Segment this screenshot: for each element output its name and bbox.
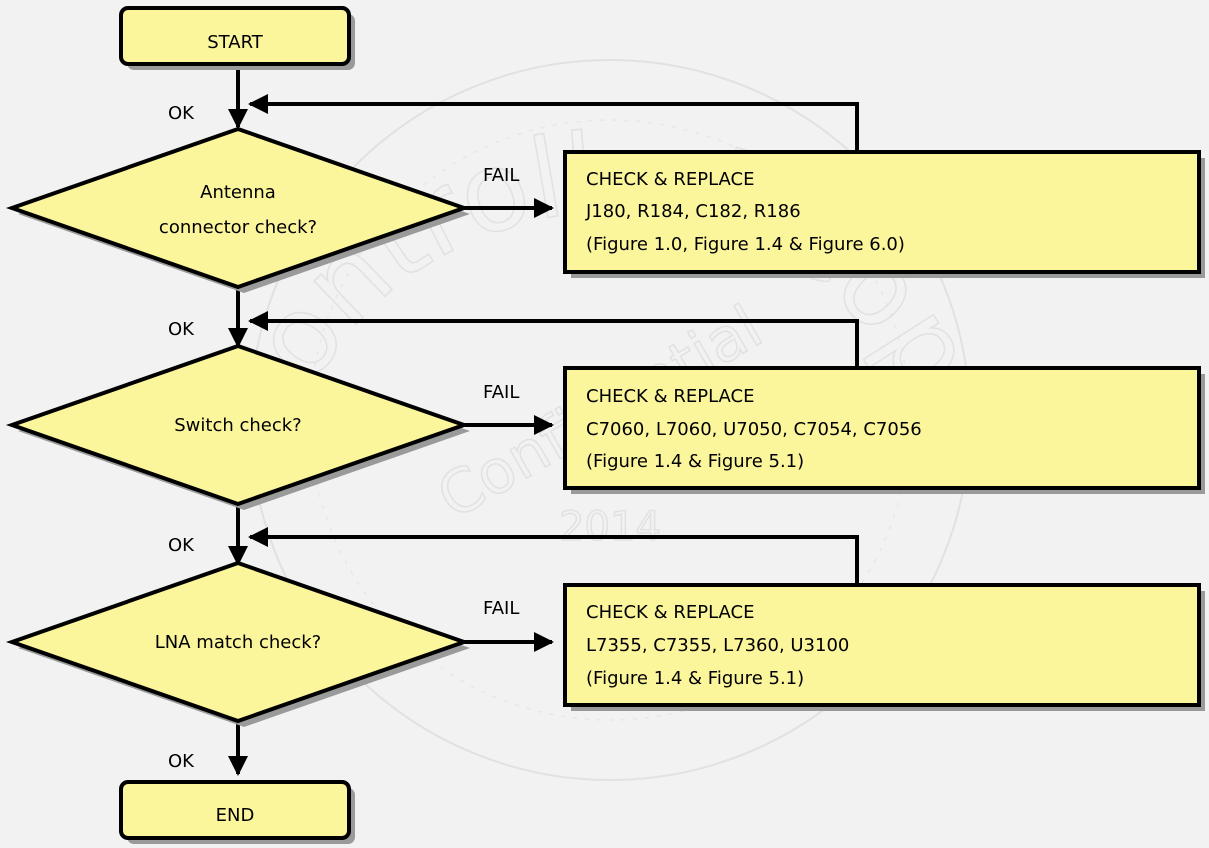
decision-question-line: LNA match check?: [155, 632, 321, 653]
decision-question-line: connector check?: [159, 217, 317, 238]
end-label: END: [216, 805, 255, 826]
action-title: CHECK & REPLACE: [586, 602, 754, 623]
ok-label: OK: [168, 319, 195, 340]
fail-label: FAIL: [483, 382, 519, 403]
action-parts: L7355, C7355, L7360, U3100: [586, 635, 849, 656]
action-parts: J180, R184, C182, R186: [585, 201, 801, 222]
action-title: CHECK & REPLACE: [586, 169, 754, 190]
action-refs: (Figure 1.4 & Figure 5.1): [586, 668, 804, 689]
action-refs: (Figure 1.0, Figure 1.4 & Figure 6.0): [586, 234, 905, 255]
fail-label: FAIL: [483, 598, 519, 619]
action-refs: (Figure 1.4 & Figure 5.1): [586, 451, 804, 472]
decision-switch: Switch check?: [5, 343, 471, 510]
ok-label: OK: [168, 535, 195, 556]
watermark-year: 2014: [559, 504, 661, 550]
decision-question-line: Switch check?: [174, 415, 302, 436]
action-box-lna: CHECK & REPLACE L7355, C7355, L7360, U31…: [563, 583, 1205, 711]
decision-lna-match: LNA match check?: [5, 560, 471, 727]
fail-label: FAIL: [483, 165, 519, 186]
decision-question-line: Antenna: [200, 182, 276, 203]
connectors: [228, 70, 859, 776]
return-arrow: [248, 94, 859, 150]
action-box-switch: CHECK & REPLACE C7060, L7060, U7050, C70…: [563, 366, 1205, 494]
action-box-antenna: CHECK & REPLACE J180, R184, C182, R186 (…: [563, 150, 1205, 278]
start-label: START: [207, 32, 264, 53]
decision-antenna-connector: Antenna connector check?: [5, 126, 471, 293]
return-arrow: [248, 527, 859, 583]
end-terminal: END: [119, 780, 355, 844]
action-title: CHECK & REPLACE: [586, 386, 754, 407]
action-parts: C7060, L7060, U7050, C7054, C7056: [586, 419, 922, 440]
ok-label: OK: [168, 103, 195, 124]
ok-label: OK: [168, 751, 195, 772]
return-arrow: [248, 311, 859, 366]
start-terminal: START: [119, 6, 355, 70]
